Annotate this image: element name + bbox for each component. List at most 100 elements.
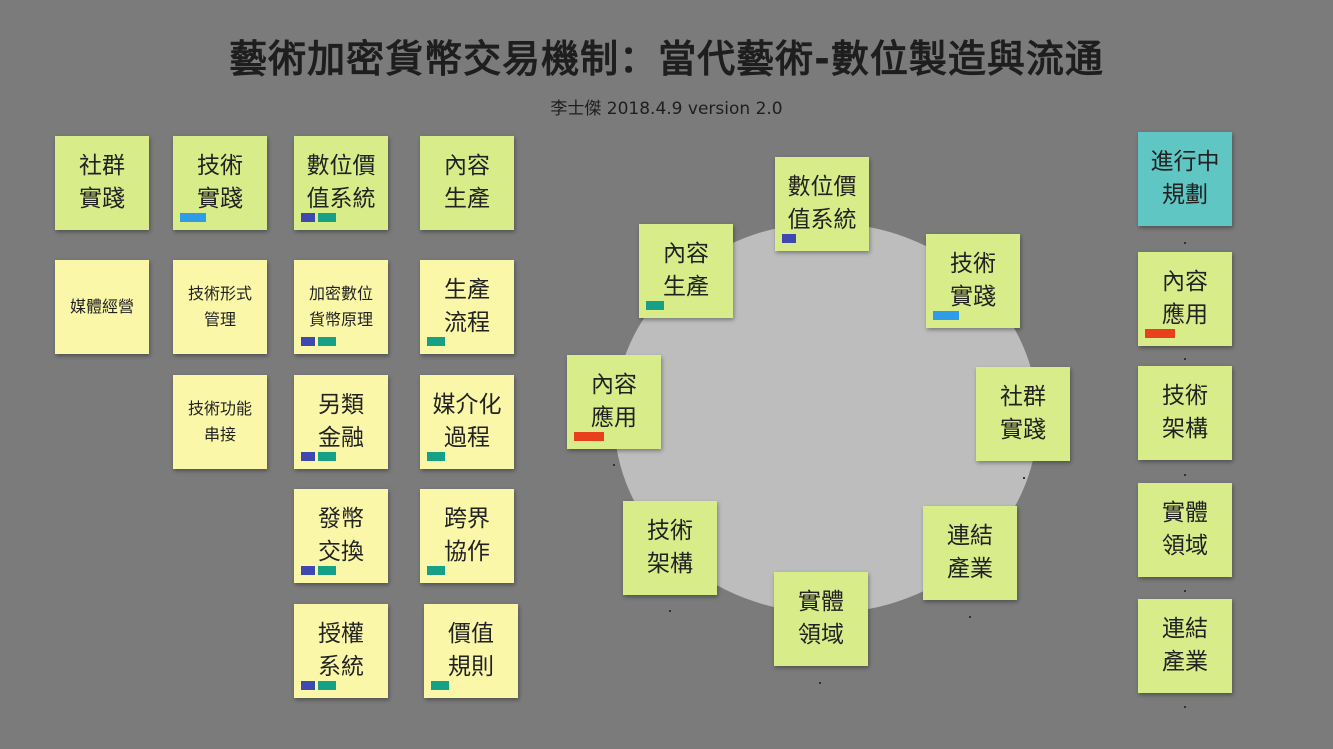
tag-group	[427, 452, 445, 461]
tag-group	[427, 337, 445, 346]
tag-group	[301, 337, 336, 346]
note-digital-value-system[interactable]: 數位價 值系統	[294, 136, 388, 230]
tag-green	[427, 566, 445, 575]
tag-group	[646, 301, 664, 310]
stray-dot	[669, 610, 671, 612]
note-content-production[interactable]: 內容 生產	[420, 136, 514, 230]
tag-group	[1145, 329, 1175, 338]
note-text: 實體 領域	[798, 589, 844, 648]
note-value-rules[interactable]: 價值 規則	[424, 604, 518, 698]
tag-green	[646, 301, 664, 310]
note-text: 實體 領域	[1162, 500, 1208, 559]
right-note-tech-architecture[interactable]: 技術 架構	[1138, 366, 1232, 460]
note-licensing-system[interactable]: 授權 系統	[294, 604, 388, 698]
note-text: 技術 實踐	[197, 153, 243, 212]
note-text: 另類 金融	[318, 392, 364, 451]
note-text: 技術形式 管理	[187, 284, 252, 329]
stray-dot	[1184, 590, 1186, 592]
note-media-management[interactable]: 媒體經營	[55, 260, 149, 354]
stray-dot	[969, 616, 971, 618]
cycle-note-content-production[interactable]: 內容 生產	[639, 224, 733, 318]
note-cross-collaboration[interactable]: 跨界 協作	[420, 489, 514, 583]
note-text: 數位價 值系統	[787, 174, 857, 233]
note-text: 技術 架構	[647, 518, 693, 577]
tag-group	[431, 681, 449, 690]
stray-dot	[613, 464, 615, 466]
tag-group	[180, 213, 206, 222]
note-text: 發幣 交換	[318, 506, 364, 565]
note-token-exchange[interactable]: 發幣 交換	[294, 489, 388, 583]
tag-group	[301, 681, 336, 690]
stray-dot	[1184, 706, 1186, 708]
cycle-note-content-application[interactable]: 內容 應用	[567, 355, 661, 449]
note-text: 內容 應用	[1162, 269, 1208, 328]
note-crypto-principles[interactable]: 加密數位 貨幣原理	[294, 260, 388, 354]
note-text: 技術 架構	[1162, 383, 1208, 442]
note-text: 加密數位 貨幣原理	[308, 284, 373, 329]
note-production-process[interactable]: 生產 流程	[420, 260, 514, 354]
note-mediatization-process[interactable]: 媒介化 過程	[420, 375, 514, 469]
note-tech-function-linking[interactable]: 技術功能 串接	[173, 375, 267, 469]
note-text: 社群 實踐	[79, 153, 125, 212]
tag-blue	[301, 452, 315, 461]
tag-sky	[180, 213, 206, 222]
tag-blue	[301, 566, 315, 575]
tag-group	[301, 452, 336, 461]
note-text: 內容 生產	[444, 153, 490, 212]
note-tech-form-management[interactable]: 技術形式 管理	[173, 260, 267, 354]
tag-green	[318, 452, 336, 461]
note-tech-practice[interactable]: 技術 實踐	[173, 136, 267, 230]
note-in-progress-planning[interactable]: 進行中 規劃	[1138, 132, 1232, 226]
tag-green	[427, 452, 445, 461]
page-subtitle: 李士傑 2018.4.9 version 2.0	[550, 99, 783, 119]
tag-blue	[301, 681, 315, 690]
tag-green	[427, 337, 445, 346]
right-note-industry-link[interactable]: 連結 產業	[1138, 599, 1232, 693]
tag-group	[301, 566, 336, 575]
note-text: 跨界 協作	[444, 506, 490, 565]
tag-green	[318, 337, 336, 346]
tag-blue	[301, 337, 315, 346]
note-text: 連結 產業	[1162, 616, 1208, 675]
cycle-note-industry-link[interactable]: 連結 產業	[923, 506, 1017, 600]
note-text: 內容 應用	[591, 372, 637, 431]
stray-dot	[1184, 358, 1186, 360]
tag-group	[574, 432, 604, 441]
note-text: 數位價 值系統	[306, 153, 376, 212]
tag-green	[431, 681, 449, 690]
tag-green	[318, 213, 336, 222]
tag-blue	[301, 213, 315, 222]
tag-group	[427, 566, 445, 575]
stray-dot	[1023, 477, 1025, 479]
note-text: 媒介化 過程	[432, 392, 502, 451]
cycle-note-community-practice[interactable]: 社群 實踐	[976, 367, 1070, 461]
tag-group	[301, 213, 336, 222]
tag-group	[782, 234, 796, 243]
note-text: 授權 系統	[318, 621, 364, 680]
tag-red	[574, 432, 604, 441]
tag-red	[1145, 329, 1175, 338]
note-text: 社群 實踐	[1000, 384, 1046, 443]
right-note-content-application[interactable]: 內容 應用	[1138, 252, 1232, 346]
cycle-note-digital-value-system[interactable]: 數位價 值系統	[775, 157, 869, 251]
page-title: 藝術加密貨幣交易機制：當代藝術-數位製造與流通	[229, 37, 1104, 81]
cycle-note-tech-practice[interactable]: 技術 實踐	[926, 234, 1020, 328]
stray-dot	[1184, 474, 1186, 476]
note-text: 內容 生產	[663, 241, 709, 300]
tag-green	[318, 681, 336, 690]
stray-dot	[819, 682, 821, 684]
tag-group	[933, 311, 959, 320]
note-community-practice[interactable]: 社群 實踐	[55, 136, 149, 230]
tag-sky	[933, 311, 959, 320]
note-alternative-finance[interactable]: 另類 金融	[294, 375, 388, 469]
note-text: 生產 流程	[444, 277, 490, 336]
tag-blue	[782, 234, 796, 243]
cycle-note-physical-domain[interactable]: 實體 領域	[774, 572, 868, 666]
right-note-physical-domain[interactable]: 實體 領域	[1138, 483, 1232, 577]
stray-dot	[1184, 242, 1186, 244]
cycle-note-tech-architecture[interactable]: 技術 架構	[623, 501, 717, 595]
note-text: 價值 規則	[448, 621, 494, 680]
note-text: 連結 產業	[947, 523, 993, 582]
note-text: 技術 實踐	[950, 251, 996, 310]
note-text: 媒體經營	[69, 297, 134, 316]
